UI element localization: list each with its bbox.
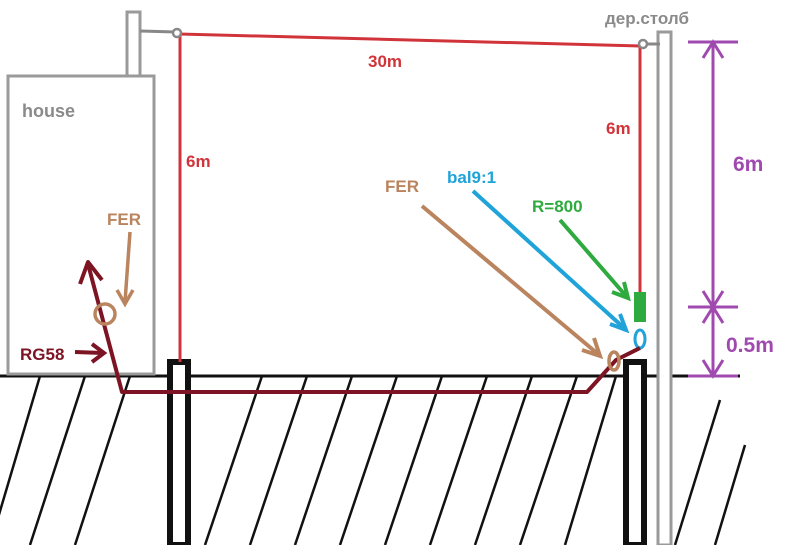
house-ferrite [93,302,117,326]
antenna-wire [178,32,642,362]
balun [633,328,647,350]
fer-house-label: FER [107,210,141,229]
left-height-label: 6m [186,152,211,171]
right-post [623,359,647,545]
balun-arrowhead [609,313,630,334]
fer-pole-pointer [420,204,600,356]
balun-label: bal9:1 [447,168,496,187]
right-height-label: 6m [606,119,631,138]
resistor-arrowhead [611,281,631,302]
fer-pole-arrowhead [581,337,604,360]
balun-pointer [471,189,626,330]
house-label: house [22,101,75,121]
pole-ferrite [607,350,621,372]
resistor [634,292,646,322]
house-mast [125,10,142,78]
fer-house-pointer [123,231,132,303]
coax-label: RG58 [20,345,64,364]
left-anchor-line [139,29,177,34]
fer-house-arrowhead [115,289,135,308]
resistor-label: R=800 [532,197,583,216]
rg58-pointer [74,350,104,355]
base-height-label: 0.5m [726,334,774,357]
right-insulator [637,38,649,50]
height-dimension [688,39,738,379]
pole-label: дер.столб [605,9,689,28]
fer-pole-label: FER [385,177,419,196]
rg58-arrowhead [90,342,108,364]
coax-arrowhead [78,260,104,285]
coax-cable [86,263,641,394]
wooden-pole [656,30,673,545]
resistor-pointer [558,218,628,298]
house-outline [6,74,156,376]
span-length-label: 30m [368,52,402,71]
left-post [167,359,191,545]
total-height-label: 6m [733,153,763,176]
left-insulator [171,27,183,39]
ground-hatching [0,376,747,545]
